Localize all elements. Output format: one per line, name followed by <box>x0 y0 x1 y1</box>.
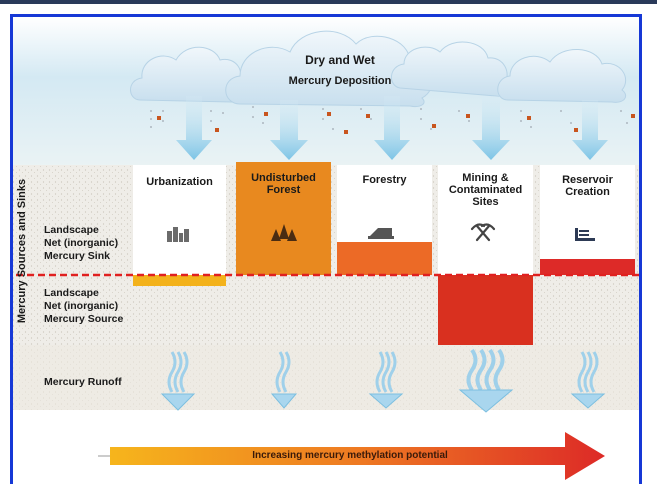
column-label-line: Mining & <box>462 172 509 184</box>
deposition-arrow-5 <box>572 100 608 160</box>
runoff-arrow-5 <box>570 351 606 409</box>
column-label-line: Contaminated <box>448 184 523 196</box>
column-label-forest: Undisturbed Forest <box>236 172 331 196</box>
side-axis-label: Mercury Sources and Sinks <box>16 178 28 324</box>
deposition-title-line2: Mercury Deposition <box>288 75 392 87</box>
row-label-line: Landscape <box>44 287 99 299</box>
column-label-line: Forest <box>266 184 301 196</box>
runoff-arrow-1 <box>160 351 196 411</box>
row-label-line: Net (inorganic) <box>44 237 119 249</box>
top-rule <box>0 0 657 4</box>
row-label-source: Landscape Net (inorganic) Mercury Source <box>44 287 134 326</box>
figure-frame <box>10 14 642 484</box>
column-label-line: Forestry <box>362 174 407 186</box>
column-label-line: Creation <box>565 186 610 198</box>
bar-urbanization-source <box>133 275 226 286</box>
cloud-center <box>225 30 433 107</box>
row-label-line: Mercury Source <box>44 313 124 325</box>
runoff-arrows <box>160 348 606 413</box>
column-label-forestry: Forestry <box>337 174 432 186</box>
methylation-gradient-arrow <box>98 432 605 480</box>
logging-truck-icon <box>368 228 394 239</box>
column-label-mining: Mining & Contaminated Sites <box>438 172 533 208</box>
deposition-particles <box>150 106 628 130</box>
mercury-particles <box>157 112 635 134</box>
bar-forest-sink <box>236 162 331 275</box>
runoff-arrow-4 <box>458 348 514 413</box>
column-label-line: Urbanization <box>146 176 213 188</box>
row-label-line: Mercury Sink <box>44 250 110 262</box>
column-label-reservoir: Reservoir Creation <box>540 174 635 198</box>
column-panel-urbanization <box>133 165 226 275</box>
bar-reservoir-sink <box>540 259 635 275</box>
deposition-arrow-2 <box>270 100 308 160</box>
column-label-urbanization: Urbanization <box>133 176 226 188</box>
runoff-band <box>13 345 639 410</box>
column-panel-reservoir <box>540 165 635 275</box>
deposition-arrow-4 <box>472 96 510 160</box>
column-label-line: Undisturbed <box>251 172 316 184</box>
deposition-title-line1: Dry and Wet <box>305 53 375 67</box>
dam-icon <box>575 228 595 241</box>
row-label-sink: Landscape Net (inorganic) Mercury Sink <box>44 224 134 263</box>
trees-icon <box>271 224 297 241</box>
deposition-arrows <box>176 96 608 160</box>
city-buildings-icon <box>167 227 189 242</box>
row-label-line: Net (inorganic) <box>44 300 119 312</box>
bar-mining-source <box>438 275 533 345</box>
cloud-right-2 <box>497 49 627 103</box>
pickaxe-icon <box>470 223 496 242</box>
runoff-arrow-3 <box>368 351 404 409</box>
runoff-arrow-2 <box>270 351 298 409</box>
column-label-line: Sites <box>472 196 499 208</box>
methylation-arrow-label: Increasing mercury methylation potential <box>252 450 448 461</box>
column-panel-mining <box>438 165 533 275</box>
bar-forestry-sink <box>337 242 432 275</box>
row-label-runoff: Mercury Runoff <box>44 376 122 388</box>
deposition-arrow-3 <box>374 96 410 160</box>
row-label-line: Landscape <box>44 224 99 236</box>
deposition-arrow-1 <box>176 96 212 160</box>
column-label-line: Reservoir <box>562 174 613 186</box>
diagram-canvas <box>13 17 639 480</box>
